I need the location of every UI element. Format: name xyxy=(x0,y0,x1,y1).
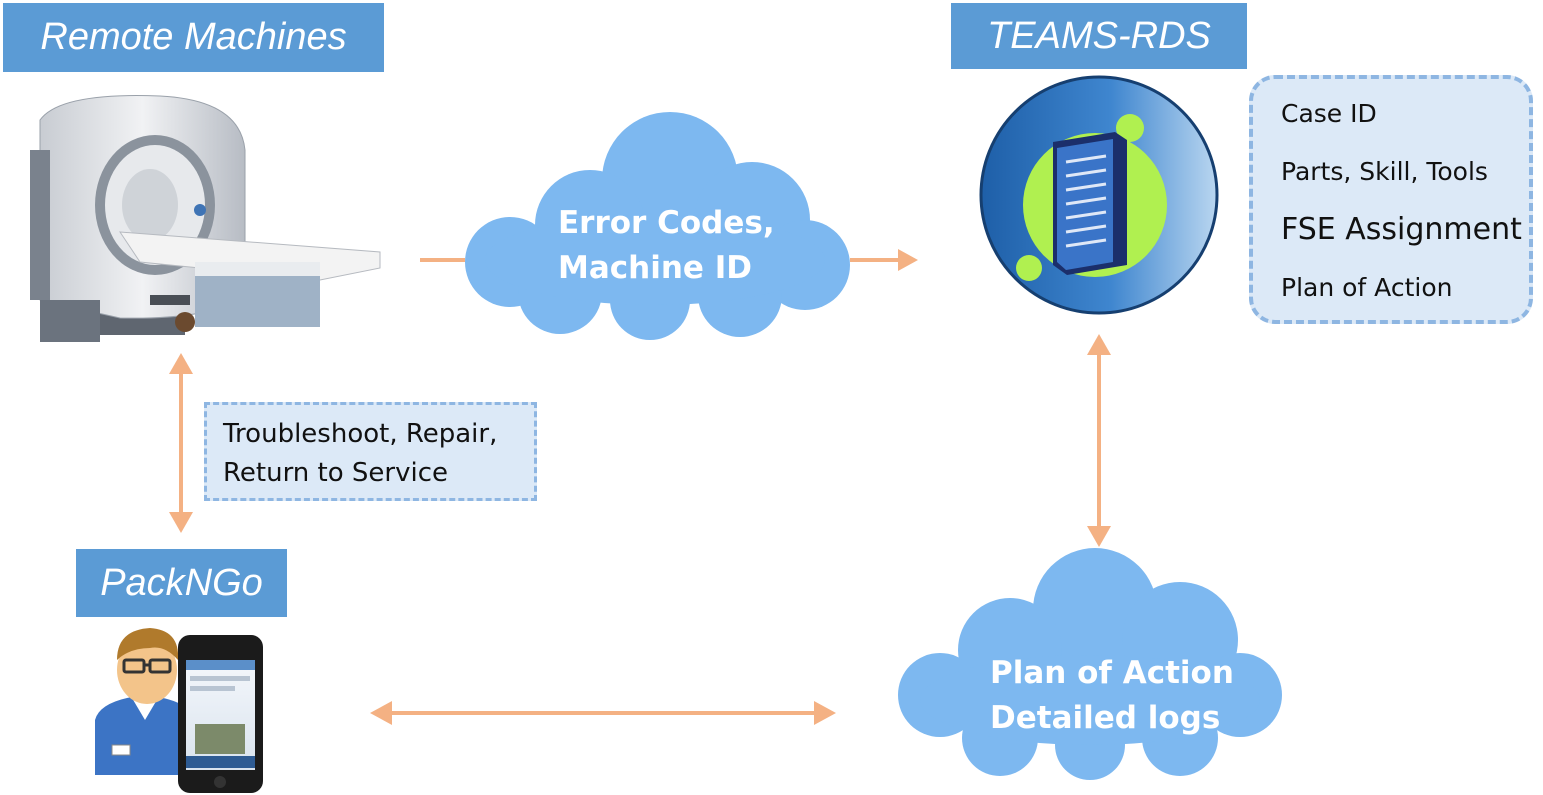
cloud-bottom-text: Plan of Action Detailed logs xyxy=(990,651,1234,741)
cloud-error-codes xyxy=(465,112,850,340)
arrow-mri-packngo xyxy=(169,353,193,533)
cloud-plan-of-action xyxy=(898,548,1282,780)
mri-scanner-icon xyxy=(30,95,381,342)
cloud-bottom-line2: Detailed logs xyxy=(990,700,1221,736)
teams-details-box: Case ID Parts, Skill, Tools FSE Assignme… xyxy=(1249,75,1533,324)
server-rack-icon xyxy=(979,75,1219,315)
arrow-packngo-cloud xyxy=(370,701,836,725)
remote-machines-title: Remote Machines xyxy=(3,3,384,72)
arrows xyxy=(169,249,1111,725)
troubleshoot-line2: Return to Service xyxy=(223,458,448,488)
cloud-top-line2: Machine ID xyxy=(558,250,752,286)
troubleshoot-line1: Troubleshoot, Repair, xyxy=(223,419,498,449)
arrow-cloud-to-teams xyxy=(850,249,918,271)
teams-rds-title: TEAMS-RDS xyxy=(951,3,1247,69)
detail-plan-of-action: Plan of Action xyxy=(1281,273,1453,302)
cloud-top-text: Error Codes, Machine ID xyxy=(558,201,775,291)
cloud-top-line1: Error Codes, xyxy=(558,205,775,241)
troubleshoot-box: Troubleshoot, Repair, Return to Service xyxy=(204,402,537,501)
packngo-title: PackNGo xyxy=(76,549,287,617)
detail-fse-assignment: FSE Assignment xyxy=(1281,212,1522,247)
detail-case-id: Case ID xyxy=(1281,99,1377,128)
cloud-bottom-line1: Plan of Action xyxy=(990,655,1234,691)
arrow-teams-cloud xyxy=(1087,334,1111,547)
detail-parts-skill-tools: Parts, Skill, Tools xyxy=(1281,157,1488,186)
smartphone-icon xyxy=(178,635,263,793)
technician-icon xyxy=(95,628,195,775)
